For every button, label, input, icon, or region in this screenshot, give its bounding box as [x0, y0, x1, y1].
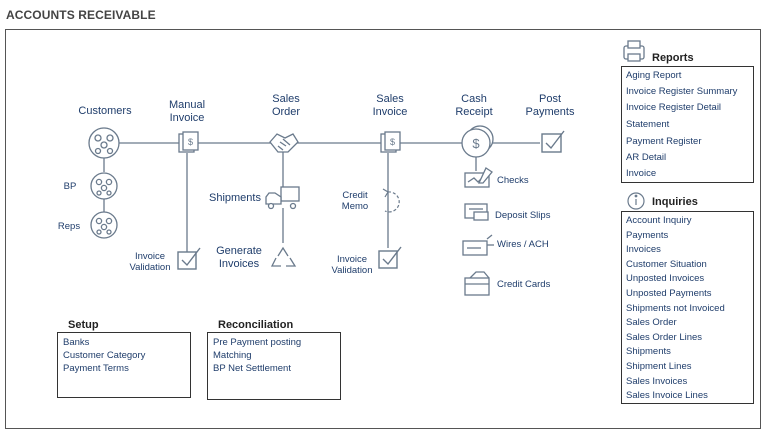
inquiry-item[interactable]: Payments	[626, 229, 669, 241]
report-item[interactable]: Invoice Register Summary	[626, 86, 738, 97]
post-payments-label-1: Post	[538, 93, 561, 105]
generate-invoices-label-1: Generate	[216, 245, 262, 257]
generate-invoices-label-2: Invoices	[218, 258, 260, 270]
sales-invoice-label-1: Sales	[376, 93, 404, 105]
recycle-icon	[270, 246, 297, 267]
invoice-validation-label-b2: Validation	[331, 265, 373, 276]
checks-icon	[464, 167, 493, 188]
inquiry-item[interactable]: Shipment Lines	[626, 360, 692, 372]
checks-label: Checks	[497, 175, 529, 186]
manual-invoice-label-1: Manual	[168, 99, 206, 111]
bp-label: BP	[63, 181, 77, 192]
inquiry-item[interactable]: Unposted Payments	[626, 287, 712, 299]
setup-item[interactable]: Banks	[63, 337, 90, 348]
inquiry-item[interactable]: Customer Situation	[626, 258, 707, 270]
reps-label: Reps	[57, 221, 81, 232]
cash-receipt-label: Cash Receipt	[444, 93, 504, 119]
sales-invoice-icon: $	[380, 131, 401, 153]
invoice-validation-label-b: Invoice Validation	[330, 254, 374, 276]
setup-title: Setup	[68, 319, 99, 331]
invoice-validation-label-1: Invoice	[134, 251, 166, 262]
credit-cards-label: Credit Cards	[497, 279, 551, 290]
sales-invoice-label: Sales Invoice	[360, 93, 420, 119]
diagram-frame	[5, 29, 761, 429]
sales-order-label-1: Sales	[272, 93, 300, 105]
credit-memo-label-2: Memo	[341, 201, 369, 212]
customers-label: Customers	[78, 105, 132, 117]
info-icon	[627, 192, 645, 210]
reps-icon	[90, 211, 118, 239]
reconciliation-title: Reconciliation	[218, 319, 294, 331]
truck-icon	[265, 186, 300, 210]
reconciliation-item[interactable]: BP Net Settlement	[213, 363, 291, 374]
invoice-validation-check-icon-2	[378, 246, 402, 269]
inquiry-item[interactable]: Sales Invoices	[626, 375, 688, 387]
post-payments-label-2: Payments	[525, 106, 575, 118]
inquiry-item[interactable]: Shipments not Invoiced	[626, 302, 725, 314]
credit-memo-label-1: Credit	[342, 190, 368, 201]
inquiry-item[interactable]: Invoices	[626, 244, 661, 256]
setup-box: Banks Customer Category Payment Terms	[57, 332, 191, 398]
sales-order-label: Sales Order	[256, 93, 316, 119]
svg-text:$: $	[472, 136, 480, 151]
cash-receipt-label-2: Receipt	[455, 106, 493, 118]
cash-receipt-label-1: Cash	[461, 93, 487, 105]
manual-invoice-label: Manual Invoice	[157, 99, 217, 125]
inquiry-item[interactable]: Shipments	[626, 346, 671, 358]
report-item[interactable]: Aging Report	[626, 70, 682, 81]
post-payments-label: Post Payments	[518, 93, 582, 119]
deposit-slips-icon	[464, 203, 489, 221]
credit-memo-cycle-icon	[382, 188, 400, 213]
reports-box: Aging Report Invoice Register Summary In…	[621, 66, 754, 183]
coin-icon: $	[461, 125, 494, 158]
setup-item[interactable]: Payment Terms	[63, 363, 129, 374]
wires-ach-icon	[462, 234, 494, 256]
inquiry-item[interactable]: Unposted Invoices	[626, 273, 705, 285]
svg-text:$: $	[390, 137, 395, 147]
invoice-validation-label-2: Validation	[129, 262, 171, 273]
inquiry-item[interactable]: Sales Order	[626, 317, 677, 329]
reports-title: Reports	[652, 52, 694, 64]
inquiries-box: Account Inquiry Payments Invoices Custom…	[621, 211, 754, 404]
printer-icon	[623, 40, 645, 62]
customers-icon	[88, 127, 120, 159]
reconciliation-box: Pre Payment posting Matching BP Net Sett…	[207, 332, 341, 400]
report-item[interactable]: Statement	[626, 119, 670, 130]
sales-order-label-2: Order	[271, 106, 301, 118]
invoice-validation-check-icon	[177, 247, 201, 270]
invoice-validation-label: Invoice Validation	[128, 251, 172, 273]
bp-icon	[90, 172, 118, 200]
generate-invoices-label: Generate Invoices	[214, 245, 264, 271]
report-item[interactable]: Payment Register	[626, 136, 702, 147]
setup-item[interactable]: Customer Category	[63, 350, 146, 361]
credit-memo-label: Credit Memo	[340, 190, 370, 212]
sales-invoice-label-2: Invoice	[372, 106, 408, 118]
inquiry-item[interactable]: Sales Order Lines	[626, 331, 703, 343]
inquiry-item[interactable]: Account Inquiry	[626, 215, 692, 226]
manual-invoice-icon: $	[178, 131, 199, 153]
reconciliation-item[interactable]: Pre Payment posting	[213, 337, 302, 348]
reconciliation-item[interactable]: Matching	[213, 350, 252, 361]
page-title: ACCOUNTS RECEIVABLE	[6, 8, 156, 22]
deposit-slips-label: Deposit Slips	[495, 210, 551, 221]
report-item[interactable]: Invoice	[626, 168, 657, 179]
post-payments-check-icon	[541, 130, 565, 153]
invoice-validation-label-b1: Invoice	[336, 254, 368, 265]
manual-invoice-label-2: Invoice	[169, 112, 205, 124]
credit-cards-icon	[464, 271, 490, 296]
report-item[interactable]: AR Detail	[626, 152, 667, 163]
inquiry-item[interactable]: Sales Invoice Lines	[626, 390, 708, 402]
report-item[interactable]: Invoice Register Detail	[626, 102, 722, 113]
svg-text:$: $	[188, 137, 193, 147]
handshake-icon	[269, 133, 299, 153]
wires-ach-label: Wires / ACH	[497, 239, 549, 250]
shipments-label: Shipments	[209, 192, 261, 204]
inquiries-title: Inquiries	[652, 196, 698, 208]
